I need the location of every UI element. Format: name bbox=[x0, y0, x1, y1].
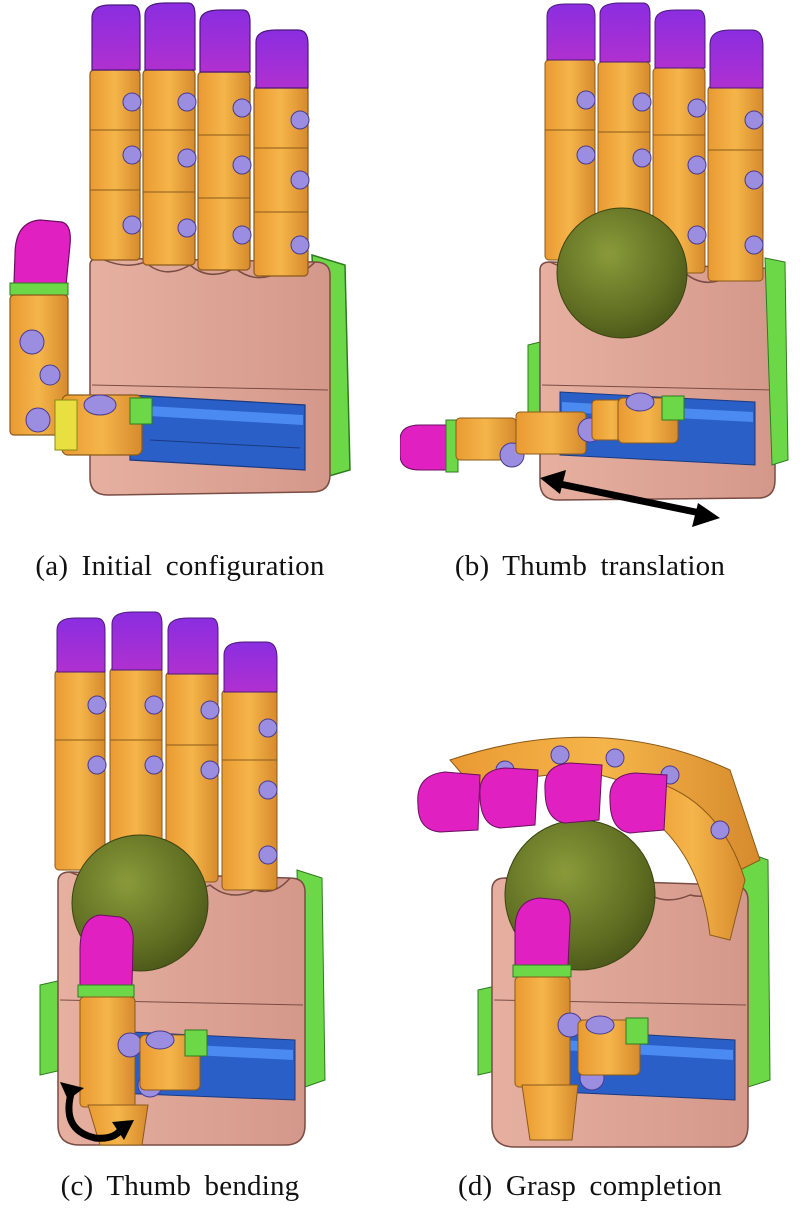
finger-little bbox=[221, 641, 278, 891]
panel-c bbox=[0, 600, 400, 1160]
caption-c: (c) Thumb bending bbox=[0, 1170, 360, 1203]
bending-arrow-icon bbox=[60, 1082, 134, 1142]
caption-b: (b) Thumb translation bbox=[420, 550, 760, 583]
thumb bbox=[400, 392, 685, 473]
thumb bbox=[9, 219, 153, 456]
caption-a: (a) Initial configuration bbox=[0, 550, 360, 583]
finger-ring bbox=[165, 617, 220, 883]
caption-d-text: (d) Grasp completion bbox=[457, 1170, 723, 1202]
caption-b-text: (b) Thumb translation bbox=[454, 550, 726, 582]
finger-ring bbox=[652, 9, 707, 274]
finger-index bbox=[54, 617, 107, 871]
finger-little bbox=[253, 29, 310, 277]
hand-thumb-translation bbox=[400, 2, 789, 527]
finger-middle bbox=[142, 2, 197, 266]
thumb bbox=[77, 914, 208, 1146]
caption-a-text: (a) Initial configuration bbox=[35, 550, 325, 582]
finger-little bbox=[707, 29, 764, 282]
hand-thumb-bending bbox=[39, 611, 326, 1146]
ball bbox=[556, 207, 688, 339]
panel-d bbox=[400, 700, 800, 1160]
finger-index bbox=[544, 3, 596, 261]
panel-a bbox=[0, 0, 400, 530]
hand-grasp-completion bbox=[417, 736, 771, 1148]
caption-d: (d) Grasp completion bbox=[420, 1170, 760, 1203]
panel-b bbox=[400, 0, 800, 530]
thumb bbox=[512, 897, 649, 1141]
hand-initial-configuration bbox=[9, 2, 351, 496]
fingertips bbox=[417, 762, 668, 834]
translation-arrow-icon bbox=[540, 470, 720, 527]
finger-index bbox=[89, 4, 142, 261]
finger-ring bbox=[197, 9, 252, 271]
caption-c-text: (c) Thumb bending bbox=[60, 1170, 300, 1202]
